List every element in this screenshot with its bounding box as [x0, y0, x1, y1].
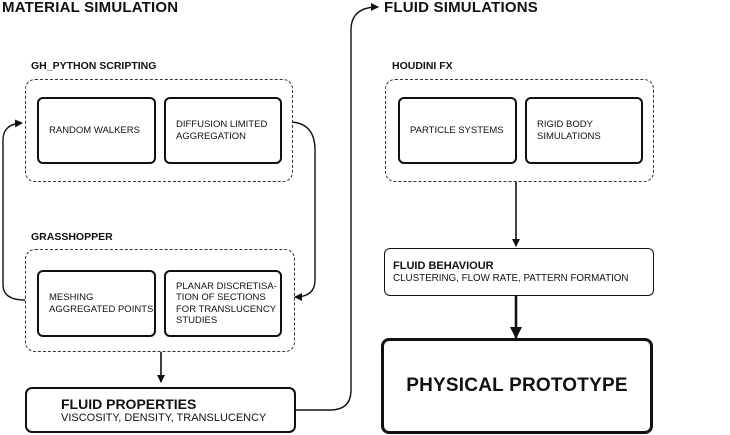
node-rigid-body-simulations[interactable]: RIGID BODY SIMULATIONS — [525, 97, 643, 164]
section-title-material-simulation: MATERIAL SIMULATION — [2, 0, 179, 16]
node-meshing-aggregated-points[interactable]: MESHING AGGREGATED POINTS — [37, 270, 156, 337]
loop-arrow-left — [2, 119, 26, 301]
arrow-to-fluid-simulations — [296, 3, 379, 411]
node-label: MESHING AGGREGATED POINTS — [49, 292, 154, 315]
fluid-properties-title: FLUID PROPERTIES — [61, 395, 197, 412]
physical-prototype-title: PHYSICAL PROTOTYPE — [406, 375, 628, 396]
node-fluid-properties[interactable]: FLUID PROPERTIES VISCOSITY, DENSITY, TRA… — [25, 387, 296, 433]
section-title-fluid-simulations: FLUID SIMULATIONS — [384, 0, 538, 16]
node-planar-discretisation[interactable]: PLANAR DISCRETISA- TION OF SECTIONS FOR … — [164, 270, 282, 337]
node-particle-systems[interactable]: PARTICLE SYSTEMS — [398, 97, 517, 164]
node-label: PLANAR DISCRETISA- TION OF SECTIONS FOR … — [176, 280, 277, 327]
fluid-behaviour-subtitle: CLUSTERING, FLOW RATE, PATTERN FORMATION — [393, 272, 629, 284]
group-houdini — [385, 79, 654, 182]
fluid-behaviour-title: FLUID BEHAVIOUR — [393, 259, 494, 272]
node-label: DIFFUSION LIMITED AGGREGATION — [176, 119, 268, 142]
group-gh-python — [25, 79, 293, 182]
node-random-walkers[interactable]: RANDOM WALKERS — [37, 97, 156, 164]
node-label: PARTICLE SYSTEMS — [410, 124, 504, 136]
group-label-grasshopper: GRASSHOPPER — [31, 231, 113, 243]
group-grasshopper — [25, 249, 295, 352]
fluid-properties-subtitle: VISCOSITY, DENSITY, TRANSLUCENCY — [61, 411, 267, 424]
node-label: RANDOM WALKERS — [49, 124, 140, 136]
loop-arrow-right — [291, 121, 316, 301]
node-physical-prototype[interactable]: PHYSICAL PROTOTYPE — [381, 338, 653, 434]
node-label: RIGID BODY SIMULATIONS — [537, 119, 601, 142]
group-label-gh-python: GH_PYTHON SCRIPTING — [31, 60, 157, 72]
group-label-houdini: HOUDINI FX — [392, 60, 453, 72]
node-diffusion-limited-aggregation[interactable]: DIFFUSION LIMITED AGGREGATION — [164, 97, 282, 164]
node-fluid-behaviour[interactable]: FLUID BEHAVIOUR CLUSTERING, FLOW RATE, P… — [384, 248, 654, 296]
